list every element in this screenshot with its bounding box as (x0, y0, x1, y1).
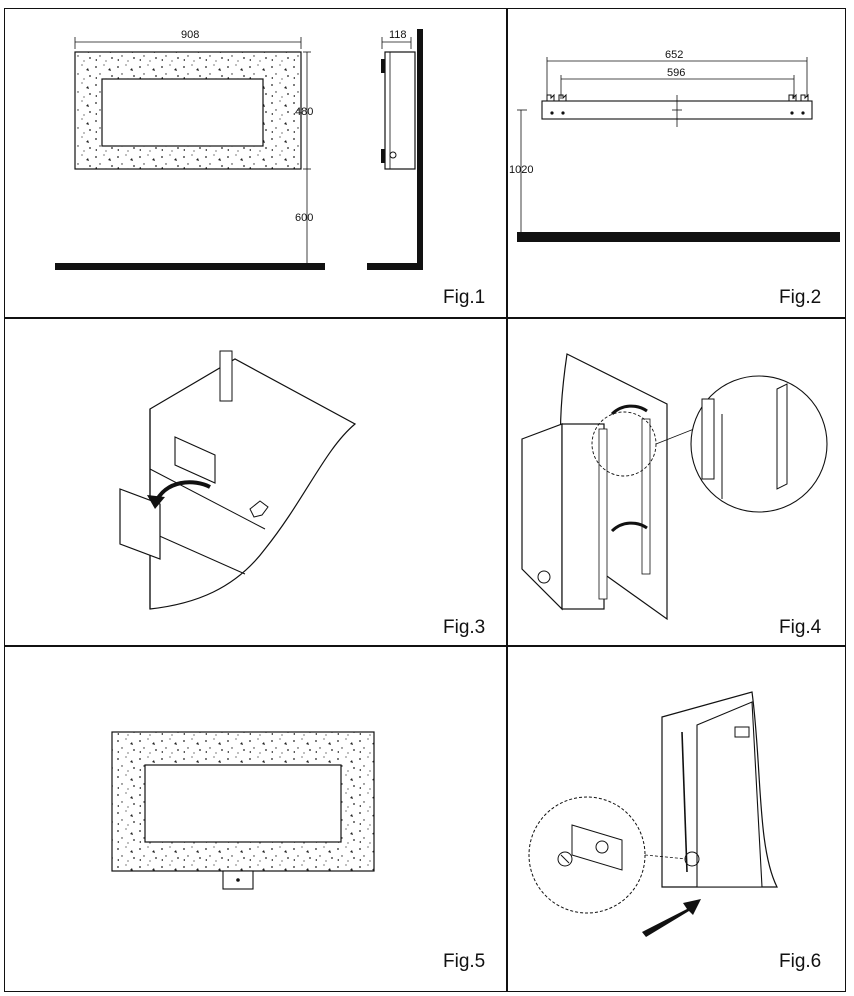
figure-3-panel: Fig.3 (5, 319, 505, 645)
figure-3-drawing (119, 350, 357, 610)
figure-4-panel: Fig.4 (507, 319, 845, 645)
grid-divider-row-1 (4, 317, 846, 319)
fig1-floor-gap-dim: 600 (295, 212, 313, 224)
fig2-outer-dim: 652 (665, 49, 683, 61)
figure-2-drawing: 652 596 1020 (509, 49, 840, 242)
figure-5-drawing (111, 731, 375, 890)
figure-6-drawing (528, 691, 778, 937)
fig2-inner-dim: 596 (667, 67, 685, 79)
figure-1-drawing: 908 480 600 118 (55, 29, 423, 270)
figure-1-panel: 908 480 600 118 Fig (5, 9, 505, 317)
figure-1-label: Fig.1 (443, 287, 486, 308)
grid-divider-row-2 (4, 645, 846, 647)
figure-grid (4, 8, 846, 992)
fig2-height-dim: 1020 (509, 164, 533, 176)
figure-3-label: Fig.3 (443, 617, 486, 638)
figure-6-label: Fig.6 (779, 951, 822, 972)
fig1-depth-dim: 118 (389, 29, 407, 41)
figure-2-panel: 652 596 1020 Fig.2 (507, 9, 845, 317)
figure-5-panel: Fig.5 (5, 647, 505, 991)
figure-4-drawing (521, 353, 828, 621)
grid-divider-vertical (506, 8, 508, 992)
figure-5-label: Fig.5 (443, 951, 486, 972)
figure-6-panel: Fig.6 (507, 647, 845, 991)
fig1-height-dim: 480 (295, 106, 313, 118)
fig1-width-dim: 908 (181, 29, 199, 41)
figure-2-label: Fig.2 (779, 287, 822, 308)
figure-4-label: Fig.4 (779, 617, 822, 638)
